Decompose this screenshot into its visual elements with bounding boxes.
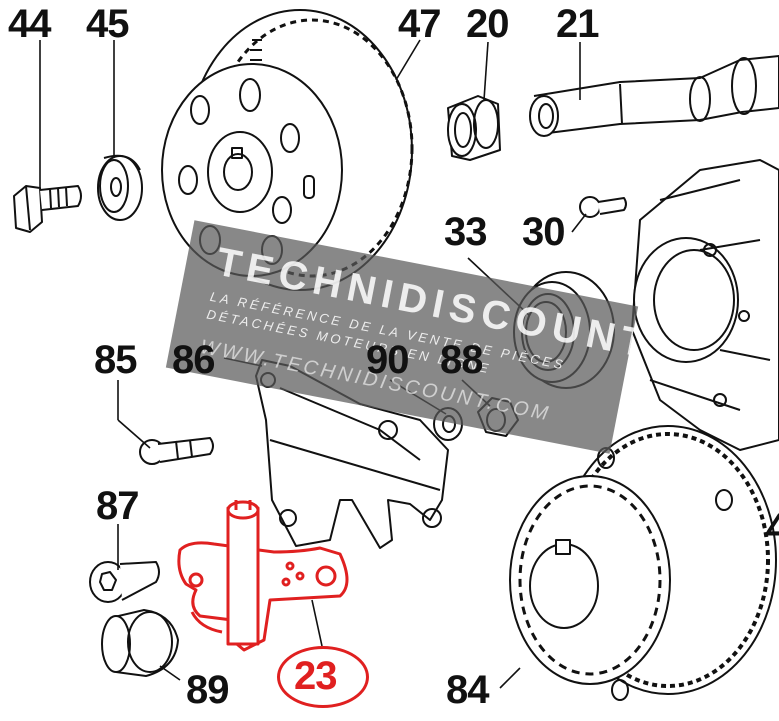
part-label-84: 84 bbox=[446, 668, 489, 712]
part-label-47: 47 bbox=[398, 2, 441, 46]
part-label-21: 21 bbox=[556, 2, 599, 46]
spacer-part-89 bbox=[101, 609, 179, 677]
part-label-44: 44 bbox=[8, 2, 51, 46]
part-label-23: 23 bbox=[294, 654, 337, 698]
part-label-88: 88 bbox=[440, 338, 483, 382]
highlight-ring-23 bbox=[277, 646, 369, 708]
part-label-86: 86 bbox=[172, 338, 215, 382]
bushing-part-20 bbox=[447, 95, 501, 161]
part-label-20: 20 bbox=[466, 2, 509, 46]
timing-housing bbox=[631, 159, 779, 451]
part-label-85: 85 bbox=[94, 338, 137, 382]
part-label-87: 87 bbox=[96, 484, 139, 528]
bolt-part-44 bbox=[13, 185, 82, 233]
part-label-33: 33 bbox=[444, 210, 487, 254]
part-label-45: 45 bbox=[86, 2, 129, 46]
screw-part-30 bbox=[579, 196, 627, 218]
screw-part-87 bbox=[89, 561, 160, 603]
crankshaft-pulley-part-84 bbox=[509, 425, 777, 701]
camshaft-pulley-part-47 bbox=[161, 9, 414, 291]
screw-part-85 bbox=[139, 437, 214, 465]
part-label-4: 4 bbox=[766, 506, 779, 550]
washer-part-45 bbox=[97, 154, 143, 221]
part-label-30: 30 bbox=[522, 210, 565, 254]
tensioner-part-23 bbox=[177, 500, 349, 652]
part-label-89: 89 bbox=[186, 668, 229, 712]
part-label-90: 90 bbox=[366, 338, 409, 382]
shaft-part-21 bbox=[529, 55, 779, 137]
